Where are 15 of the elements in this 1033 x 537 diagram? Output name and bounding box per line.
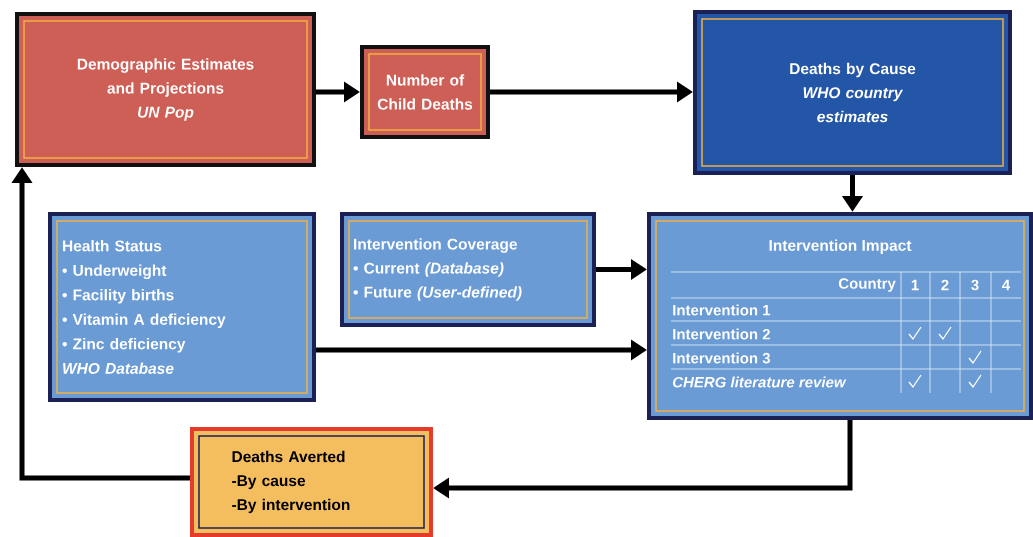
process-box: Demographic Estimates and Projections UN Pop <box>15 12 316 167</box>
column-number: 3 <box>971 279 979 291</box>
column-header: Country <box>838 278 896 292</box>
column-number: 1 <box>911 279 919 291</box>
column-number: 2 <box>941 279 949 291</box>
input-box: Health Status • Underweight • Facility births • Vitamin A deficiency • Zinc deficiency WHO Database <box>48 212 316 402</box>
row-label: Intervention 3 <box>673 352 770 364</box>
row-label: CHERG literature review <box>672 376 847 388</box>
row-label: Intervention 1 <box>673 304 771 316</box>
column-number: 4 <box>1002 279 1011 291</box>
input-box: Intervention Coverage • Current (Database) • Future (User-defined) <box>340 212 596 327</box>
output-box: Deaths Averted -By cause -By intervention <box>190 427 433 537</box>
process-box: Deaths by Cause WHO country estimates <box>693 10 1012 175</box>
process-box: Number of Child Deaths <box>360 45 490 139</box>
row-label: Intervention 2 <box>673 328 770 340</box>
